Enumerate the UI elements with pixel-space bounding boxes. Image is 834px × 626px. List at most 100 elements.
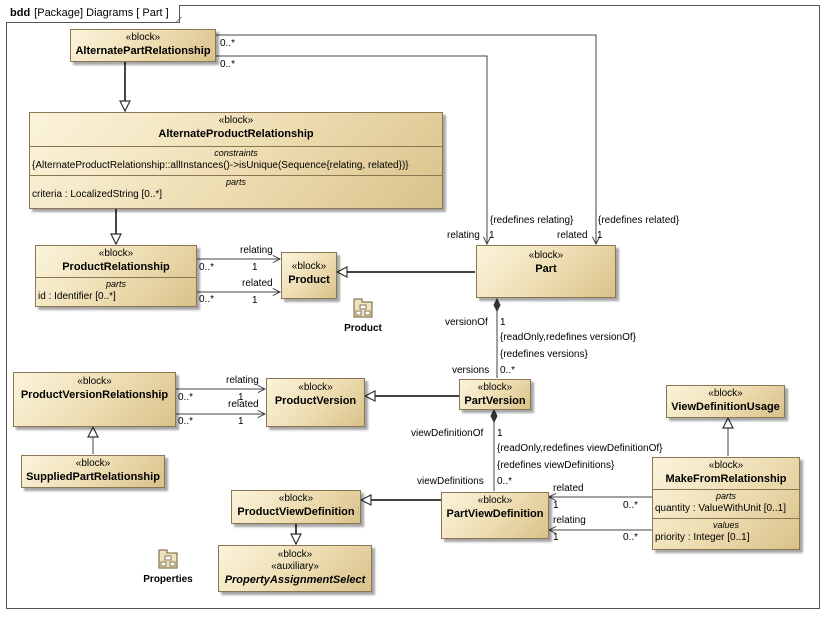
pvr-related-src-mult: 0..* [178,416,194,427]
diagram-frame [6,5,820,609]
package-name: Properties [143,574,193,585]
block-product-relationship[interactable]: «block» ProductRelationship parts id : I… [35,245,197,307]
package-icon [158,549,178,569]
block-product-version[interactable]: «block» ProductVersion [266,378,365,427]
readonly-view-def-of: {readOnly,redefines viewDefinitionOf} [497,443,663,454]
diagram-title: [Package] Diagrams [ Part ] [34,7,169,19]
part-relating-role: relating [447,230,480,241]
block-name: PropertyAssignmentSelect [224,574,366,586]
block-name: ProductRelationship [62,261,170,273]
block-name: PartVersion [464,395,526,407]
versions-mult: 0..* [500,365,516,376]
redefines-relating: {redefines relating} [490,215,574,226]
stereotype: «block» [218,115,254,126]
mfr-related-src-mult: 0..* [623,500,639,511]
pr-related-src-mult: 0..* [199,294,215,305]
constraint-text: {AlternateProductRelationship::allInstan… [32,160,409,171]
compartment-header: parts [225,177,246,187]
redefines-related: {redefines related} [598,215,680,226]
block-product-view-definition[interactable]: «block» ProductViewDefinition [231,490,361,524]
pr-relating-role: relating [240,245,273,256]
pvr-relating-src-mult: 0..* [178,392,194,403]
view-definition-of-role: viewDefinitionOf [411,428,484,439]
frame-header: bdd[Package] Diagrams [ Part ] [6,5,180,23]
compartment-header: values [712,520,739,530]
stereotype: «block» [98,248,134,259]
value-property: priority : Integer [0..1] [655,532,750,543]
compartment-header: parts [105,279,126,289]
version-of-role: versionOf [445,317,488,328]
part-related-mult: 1 [597,230,603,241]
block-name: AlternatePartRelationship [75,45,211,57]
stereotype: «block» [477,495,513,506]
apr-mult-top: 0..* [220,38,236,49]
block-product[interactable]: «block» Product [281,252,337,299]
view-definitions-mult: 0..* [497,476,513,487]
block-view-definition-usage[interactable]: «block» ViewDefinitionUsage [666,385,785,418]
constraints-compartment: constraints {AlternateProductRelationshi… [30,146,442,175]
stereotype: «block» [77,376,112,387]
part-property: id : Identifier [0..*] [38,291,116,302]
stereotype-auxiliary: «auxiliary» [271,561,319,572]
pr-related-tgt-mult: 1 [252,295,258,306]
pvr-related-role: related [228,399,259,410]
block-part-version[interactable]: «block» PartVersion [459,379,531,410]
stereotype: «block» [708,388,743,399]
values-compartment: values priority : Integer [0..1] [653,518,799,547]
block-name: PartViewDefinition [446,508,544,520]
pvr-relating-role: relating [226,375,259,386]
mfr-relating-role: relating [553,515,586,526]
block-name: Product [288,274,330,286]
block-part[interactable]: «block» Part [476,245,616,298]
stereotype: «block» [708,460,744,471]
assoc-apr-related [216,34,596,244]
part-property: quantity : ValueWithUnit [0..1] [655,503,786,514]
diagram-kind: bdd [10,7,31,19]
pvr-relating-tgt-mult: 1 [238,392,244,403]
view-definition-of-mult: 1 [497,428,503,439]
block-part-view-definition[interactable]: «block» PartViewDefinition [441,492,549,539]
redefines-view-defs: {redefines viewDefinitions} [497,460,615,471]
pr-related-role: related [242,278,273,289]
stereotype: «block» [291,261,327,272]
pvr-related-tgt-mult: 1 [238,416,244,427]
package-properties[interactable]: Properties [132,548,204,585]
parts-compartment: parts id : Identifier [0..*] [36,277,196,306]
block-name: Part [535,263,557,275]
versions-role: versions [452,365,490,376]
stereotype: «block» [298,382,333,393]
block-name: MakeFromRelationship [665,473,787,485]
package-name: Product [344,323,382,334]
block-name: ProductVersionRelationship [20,389,169,401]
stereotype: «block» [528,250,564,261]
block-property-assignment-select[interactable]: «block» «auxiliary» PropertyAssignmentSe… [218,545,372,592]
mfr-related-tgt-mult: 1 [553,500,559,511]
block-name: ProductVersion [274,395,357,407]
package-icon [353,298,373,318]
mfr-related-role: related [553,483,584,494]
part-related-role: related [557,230,588,241]
block-supplied-part-relationship[interactable]: «block» SuppliedPartRelationship [21,455,165,488]
redefines-versions: {redefines versions} [500,349,588,360]
stereotype: «block» [278,493,314,504]
part-property: criteria : LocalizedString [0..*] [32,189,163,200]
part-relating-mult: 1 [489,230,495,241]
stereotype: «block» [75,458,111,469]
parts-compartment: parts criteria : LocalizedString [0..*] [30,175,442,204]
compartment-header: parts [715,491,736,501]
block-make-from-relationship[interactable]: «block» MakeFromRelationship parts quant… [652,457,800,550]
view-definitions-role: viewDefinitions [417,476,484,487]
stereotype: «block» [277,549,313,560]
block-name: SuppliedPartRelationship [26,471,160,483]
package-product[interactable]: Product [333,297,393,334]
block-product-version-relationship[interactable]: «block» ProductVersionRelationship [13,372,176,427]
block-alternate-product-relationship[interactable]: «block» AlternateProductRelationship con… [29,112,443,209]
mfr-relating-src-mult: 0..* [623,532,639,543]
block-name: ViewDefinitionUsage [671,401,780,413]
pr-relating-tgt-mult: 1 [252,262,258,273]
block-name: ProductViewDefinition [237,506,355,518]
assoc-apr-relating [216,55,487,244]
stereotype: «block» [477,382,513,393]
block-alternate-part-relationship[interactable]: «block» AlternatePartRelationship [70,29,216,62]
